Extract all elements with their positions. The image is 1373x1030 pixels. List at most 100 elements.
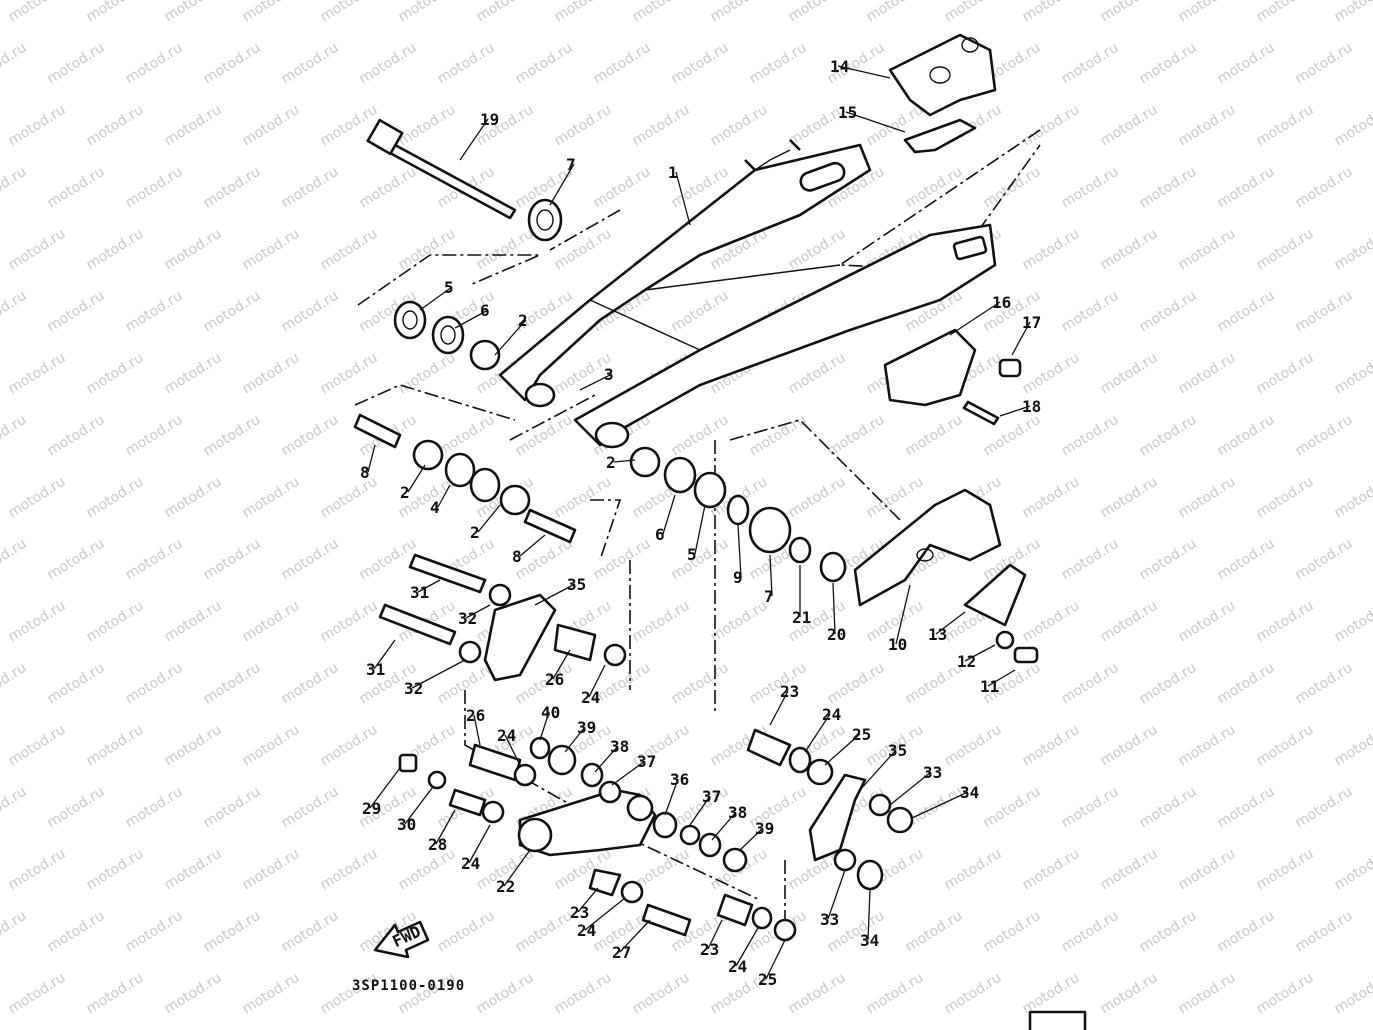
chain-guard-10: [853, 488, 1002, 607]
watermark-text: motod.ru: [1058, 164, 1121, 212]
callout-c33a: 33: [923, 763, 942, 782]
watermark-text: motod.ru: [434, 908, 497, 956]
callout-leader-line: [534, 583, 576, 606]
watermark-text: motod.ru: [395, 846, 458, 894]
watermark-text: motod.ru: [0, 164, 29, 212]
watermark-text: motod.ru: [1136, 412, 1199, 460]
callout-c33b: 33: [820, 910, 839, 929]
watermark-text: motod.ru: [239, 0, 302, 25]
watermark-text: motod.ru: [200, 288, 263, 336]
watermark-text: motod.ru: [746, 412, 809, 460]
watermark-text: motod.ru: [512, 536, 575, 584]
callout-c6a: 6: [480, 301, 490, 320]
watermark-text: motod.ru: [44, 536, 107, 584]
callout-c2c: 2: [470, 523, 480, 542]
callout-leader-line: [552, 649, 571, 680]
callout-c40: 40: [541, 703, 560, 722]
callout-leader-line: [504, 734, 521, 766]
watermark-text: motod.ru: [0, 660, 29, 708]
watermark-text: motod.ru: [1058, 412, 1121, 460]
callout-c21: 21: [792, 608, 811, 627]
watermark-text: motod.ru: [317, 226, 380, 274]
watermark-text: motod.ru: [1331, 474, 1373, 522]
watermark-text: motod.ru: [785, 970, 848, 1018]
watermark-text: motod.ru: [239, 350, 302, 398]
callout-leader-line: [935, 611, 966, 635]
watermark-text: motod.ru: [317, 598, 380, 646]
watermark-text: motod.ru: [161, 102, 224, 150]
watermark-text: motod.ru: [1292, 660, 1355, 708]
watermark-text: motod.ru: [785, 350, 848, 398]
watermark-text: motod.ru: [1214, 536, 1277, 584]
callout-leader-line: [594, 745, 619, 773]
watermark-text: motod.ru: [629, 598, 692, 646]
callout-c2a: 2: [518, 311, 528, 330]
watermark-text: motod.ru: [1331, 970, 1373, 1018]
watermark-text: motod.ru: [1253, 722, 1316, 770]
callout-leader-line: [588, 664, 606, 698]
watermark-text: motod.ru: [707, 598, 770, 646]
callout-leader-line: [579, 373, 613, 391]
callout-c38b: 38: [728, 803, 747, 822]
watermark-text: motod.ru: [1253, 970, 1316, 1018]
callout-c28: 28: [428, 835, 447, 854]
callout-leader-line: [895, 584, 911, 645]
chain-guard-16: [883, 328, 1022, 426]
watermark-text: motod.ru: [161, 226, 224, 274]
seal-guard-13: [963, 563, 1027, 627]
watermark-text: motod.ru: [941, 0, 1004, 25]
callout-leader-line: [584, 897, 626, 931]
watermark-text: motod.ru: [161, 350, 224, 398]
watermark-text: motod.ru: [1019, 350, 1082, 398]
callout-leader-line: [417, 579, 441, 593]
callout-c9: 9: [733, 568, 743, 587]
watermark-text: motod.ru: [239, 226, 302, 274]
watermark-text: motod.ru: [1175, 970, 1238, 1018]
watermark-text: motod.ru: [83, 474, 146, 522]
callout-c20: 20: [827, 625, 846, 644]
watermark-text: motod.ru: [1292, 412, 1355, 460]
watermark-text: motod.ru: [590, 536, 653, 584]
watermark-text: motod.ru: [863, 0, 926, 25]
watermark-text: motod.ru: [44, 784, 107, 832]
callout-leader-line: [503, 849, 531, 887]
callout-leader-line: [804, 713, 831, 753]
diagram-code: 3SP1100-0190: [352, 978, 465, 994]
watermark-text: motod.ru: [161, 598, 224, 646]
watermark-text: motod.ru: [629, 0, 692, 25]
watermark-text: motod.ru: [473, 970, 536, 1018]
watermark-text: motod.ru: [44, 164, 107, 212]
callout-leader-line: [664, 778, 679, 816]
watermark-text: motod.ru: [1214, 908, 1277, 956]
callout-c24e: 24: [577, 921, 596, 940]
watermark-text: motod.ru: [1292, 784, 1355, 832]
callout-c23b: 23: [570, 903, 589, 922]
watermark-text: motod.ru: [1331, 102, 1373, 150]
callout-leader-line: [911, 791, 969, 819]
callout-c35b: 35: [888, 741, 907, 760]
watermark-text: motod.ru: [0, 288, 29, 336]
watermark-text: motod.ru: [122, 164, 185, 212]
swingarm: [498, 139, 997, 449]
watermark-text: motod.ru: [1331, 598, 1373, 646]
callout-c24c: 24: [497, 726, 516, 745]
watermark-text: motod.ru: [707, 102, 770, 150]
watermark-text: motod.ru: [1253, 474, 1316, 522]
watermark-text: motod.ru: [1019, 226, 1082, 274]
callout-leader-line: [662, 494, 676, 535]
watermark-text: motod.ru: [668, 784, 731, 832]
watermark-text: motod.ru: [785, 474, 848, 522]
callout-leader-line: [611, 760, 646, 786]
watermark-text: motod.ru: [395, 350, 458, 398]
watermark-text: motod.ru: [317, 846, 380, 894]
callout-c2d: 2: [606, 453, 616, 472]
watermark-text: motod.ru: [1058, 536, 1121, 584]
callout-c12: 12: [957, 652, 976, 671]
watermark-text: motod.ru: [5, 598, 68, 646]
callout-c24b: 24: [822, 705, 841, 724]
callout-c26b: 26: [466, 706, 485, 725]
watermark-text: motod.ru: [239, 102, 302, 150]
watermark-text: motod.ru: [0, 40, 29, 88]
callout-leader-line: [539, 711, 550, 741]
